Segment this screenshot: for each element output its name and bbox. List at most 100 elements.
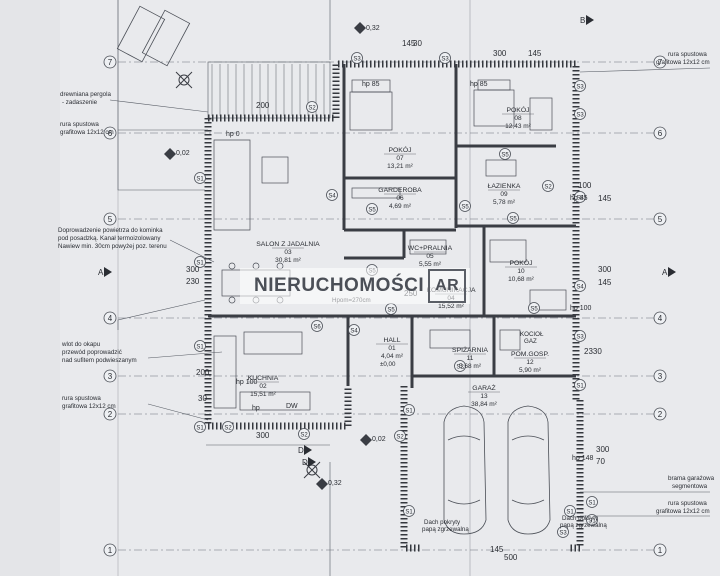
section-arrow [668, 267, 676, 277]
annotation-note: drewniana pergola [60, 91, 111, 98]
material-marker-label: S1 [576, 384, 584, 390]
annotation-note: ±0,00 [380, 361, 396, 368]
material-marker-label: S5 [368, 208, 376, 214]
height-label: 0,32 [328, 480, 342, 487]
room-number: 07 [396, 155, 404, 162]
height-label: DW [286, 403, 298, 410]
dimension-labels: 3002303001451002003030070233014514530300… [186, 39, 612, 562]
dimension-label: 145 [598, 278, 612, 287]
material-marker [574, 379, 586, 391]
material-marker-label: S3 [576, 85, 584, 91]
material-marker [586, 496, 598, 508]
annotation-note: rura spustowa [62, 395, 101, 402]
room-area: 5,90 m² [519, 367, 542, 374]
room-area: 15,52 m² [438, 303, 464, 310]
grid-axis-label: 3 [658, 372, 663, 381]
room-number: 05 [426, 253, 434, 260]
material-marker [586, 514, 598, 526]
grid-axis-bubble [103, 369, 117, 383]
room-area: 38,84 m² [471, 401, 497, 408]
material-marker-label: S3 [576, 335, 584, 341]
material-marker-label: S2 [396, 435, 404, 441]
room-label: POM.GOSP.125,90 m² [511, 351, 549, 374]
material-marker [499, 148, 511, 160]
height-label: hp 148 [572, 455, 594, 462]
height-label: hp 100 [570, 305, 592, 312]
material-marker [403, 505, 415, 517]
room-area: 5,68 m² [459, 363, 482, 370]
section-arrow [586, 15, 594, 25]
section-label: D [302, 458, 308, 467]
room-area: 30,81 m² [275, 257, 301, 264]
room-area: 4,04 m² [381, 353, 404, 360]
dimension-label: 300 [493, 49, 507, 58]
height-label: hp 85 [362, 81, 380, 88]
room-name: GARAŻ [472, 383, 495, 392]
room-area: 5,78 m² [493, 199, 516, 206]
grid-axis-label: 6 [658, 129, 663, 138]
dimension-label: 200 [196, 368, 210, 377]
material-marker-label: S1 [405, 510, 413, 516]
annotation-note: GAZ [524, 338, 537, 345]
material-marker [194, 340, 206, 352]
annotation-note: brama garażowa [668, 475, 715, 482]
outer-walls [204, 60, 584, 552]
room-name: KUCHNIA [248, 375, 279, 382]
dimension-label: 300 [186, 265, 200, 274]
section-label: B [580, 16, 585, 25]
annotation-note: rura spustowa [668, 500, 707, 507]
note-leaders [109, 67, 711, 517]
annotation-note: Nawiew min. 30cm powyżej poz. terenu [58, 243, 167, 250]
grid-axis-bubble [103, 407, 117, 421]
material-marker-label: S5 [509, 217, 517, 223]
material-marker [194, 421, 206, 433]
section-label: A [98, 268, 104, 277]
material-marker-label: S1 [196, 345, 204, 351]
annotation-note: nad sufitem podwieszanym [62, 357, 137, 364]
dimension-label: 200 [256, 101, 270, 110]
room-name: POKÓJ [506, 105, 529, 114]
material-marker-label: S4 [576, 196, 584, 202]
grid-axis-bubble [103, 55, 117, 69]
height-label: 0,02 [372, 436, 386, 443]
sun-loungers [116, 5, 191, 67]
grid-axis-bubble [653, 55, 667, 69]
material-marker-label: S2 [544, 185, 552, 191]
room-area: 15,51 m² [250, 391, 276, 398]
annotation-note: - zadaszenie [62, 99, 98, 106]
section-label: A [662, 268, 668, 277]
material-marker [574, 80, 586, 92]
height-label: 0,02 [176, 150, 190, 157]
room-area: 4,69 m² [389, 203, 412, 210]
room-area: 13,21 m² [387, 163, 413, 170]
material-marker-label: S3 [559, 531, 567, 537]
grid-axis-bubble [653, 369, 667, 383]
material-marker-label: S3 [576, 113, 584, 119]
dimension-label: 145 [490, 545, 504, 554]
section-label: D [298, 446, 304, 455]
annotation-note: przewód poprowadzić [62, 349, 122, 356]
material-marker-label: S2 [308, 106, 316, 112]
dimension-label: 70 [596, 457, 605, 466]
material-marker [194, 256, 206, 268]
room-area: 5,55 m² [419, 261, 442, 268]
annotation-note: grafitowa 12x12 cm [656, 508, 710, 515]
section-arrow [304, 445, 312, 455]
annotation-note: grafitowa 12x12 cm [60, 129, 114, 136]
section-arrow [104, 267, 112, 277]
material-marker [298, 428, 310, 440]
material-marker [574, 330, 586, 342]
material-marker-label: S1 [405, 409, 413, 415]
room-name: SPIŻARNIA [452, 345, 488, 354]
material-marker [222, 421, 234, 433]
room-name: GARDEROBA [378, 187, 422, 194]
room-name: POKÓJ [509, 258, 532, 267]
